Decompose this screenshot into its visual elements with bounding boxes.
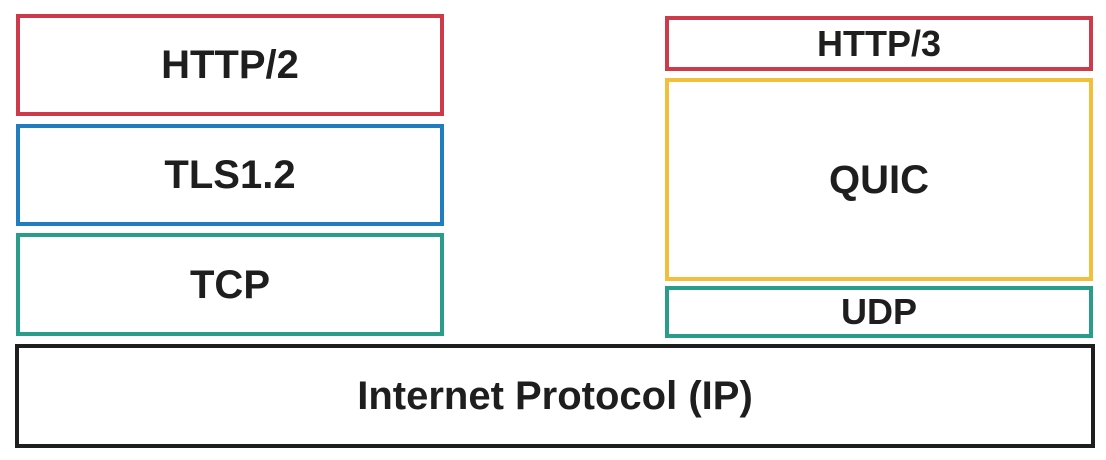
tls-label: TLS1.2 (164, 153, 296, 197)
tcp-layer-box: TCP (16, 233, 444, 336)
http2-layer-box: HTTP/2 (16, 14, 444, 116)
quic-layer-box: QUIC (665, 78, 1093, 281)
http3-layer-box: HTTP/3 (665, 16, 1093, 71)
ip-layer-box: Internet Protocol (IP) (15, 344, 1095, 448)
http2-label: HTTP/2 (161, 43, 299, 87)
quic-label: QUIC (829, 157, 929, 202)
ip-label: Internet Protocol (IP) (357, 374, 753, 418)
udp-layer-box: UDP (665, 286, 1093, 338)
http3-label: HTTP/3 (816, 22, 941, 64)
tcp-label: TCP (190, 262, 270, 307)
udp-label: UDP (840, 291, 917, 332)
tls-layer-box: TLS1.2 (16, 124, 444, 226)
